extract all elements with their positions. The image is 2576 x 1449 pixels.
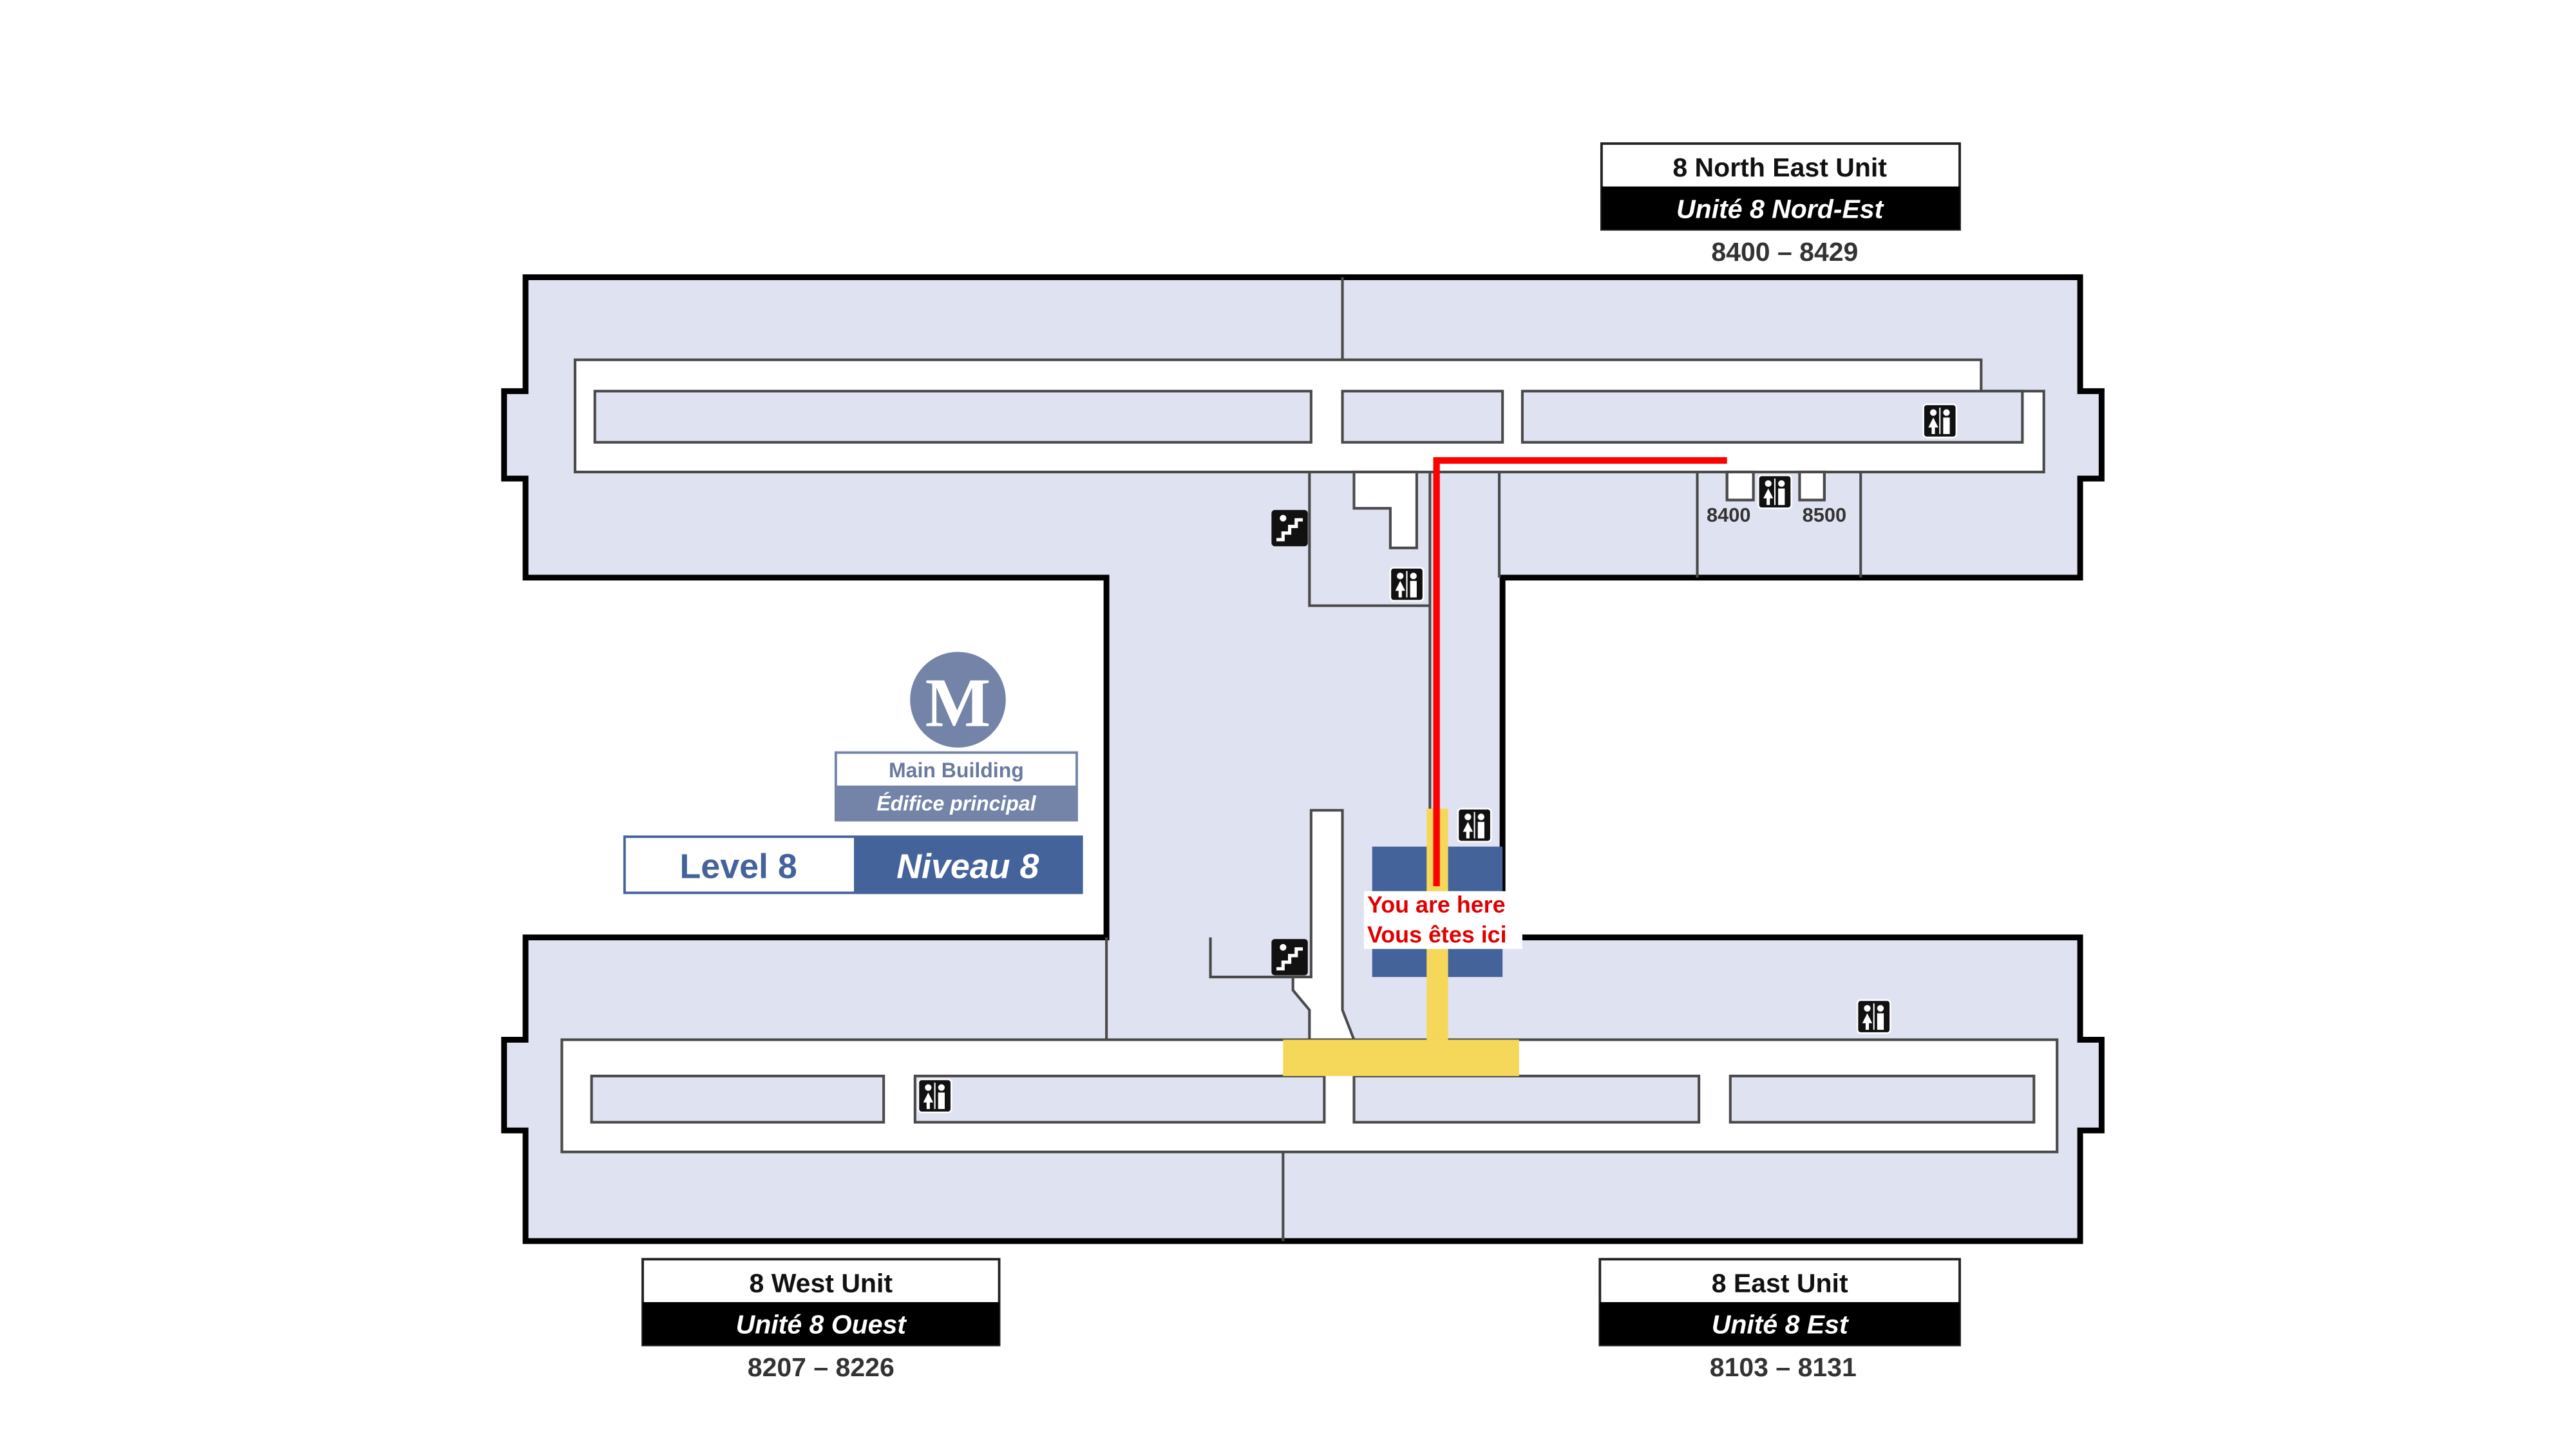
corridor-label-8400: 8400 bbox=[1707, 504, 1750, 526]
svg-text:8 West Unit: 8 West Unit bbox=[750, 1269, 893, 1298]
stairs-icon bbox=[1271, 939, 1307, 975]
restroom-icon bbox=[1389, 567, 1425, 602]
unit-label-east: 8 East Unit Unité 8 Est 8103 – 8131 bbox=[1598, 1258, 1961, 1382]
level-indicator: Level 8 Niveau 8 bbox=[623, 835, 1083, 895]
restroom-icon bbox=[917, 1078, 952, 1113]
level-label: Level 8 bbox=[679, 847, 797, 886]
stairs-icon bbox=[1271, 510, 1307, 546]
unit-label-west: 8 West Unit Unité 8 Ouest 8207 – 8226 bbox=[641, 1258, 1001, 1382]
svg-text:8103 – 8131: 8103 – 8131 bbox=[1710, 1352, 1857, 1382]
svg-text:Unité 8 Est: Unité 8 Est bbox=[1712, 1310, 1850, 1340]
restroom-icon bbox=[1457, 808, 1492, 843]
route-line bbox=[1433, 457, 1727, 887]
corridor-label-8500: 8500 bbox=[1803, 504, 1846, 526]
building-name-fr: Édifice principal bbox=[876, 791, 1036, 815]
restroom-icon bbox=[1856, 999, 1891, 1034]
svg-text:8 East Unit: 8 East Unit bbox=[1712, 1269, 1848, 1298]
svg-text:8207 – 8226: 8207 – 8226 bbox=[748, 1352, 895, 1382]
north-east-wing bbox=[573, 277, 2045, 846]
level-label-fr: Niveau 8 bbox=[896, 847, 1039, 886]
svg-text:Unité 8 Nord-Est: Unité 8 Nord-Est bbox=[1676, 194, 1885, 223]
you-are-here-label: You are here bbox=[1367, 892, 1506, 918]
unit-label-north-east: 8 North East Unit Unité 8 Nord-Est 8400 … bbox=[1600, 142, 1961, 267]
you-are-here-label-fr: Vous êtes ici bbox=[1367, 922, 1507, 947]
building-outline bbox=[501, 274, 2105, 1244]
logo-letter: M bbox=[925, 665, 991, 742]
svg-text:8400 – 8429: 8400 – 8429 bbox=[1711, 237, 1858, 267]
building-logo: M Main Building Édifice principal bbox=[834, 652, 1078, 822]
building-name: Main Building bbox=[889, 759, 1024, 782]
restroom-icon bbox=[1757, 474, 1792, 509]
route-highlight-horizontal bbox=[1283, 1039, 1519, 1076]
restroom-icon bbox=[1922, 403, 1958, 439]
svg-text:8 North East Unit: 8 North East Unit bbox=[1672, 153, 1887, 182]
svg-text:Unité 8 Ouest: Unité 8 Ouest bbox=[736, 1310, 908, 1340]
